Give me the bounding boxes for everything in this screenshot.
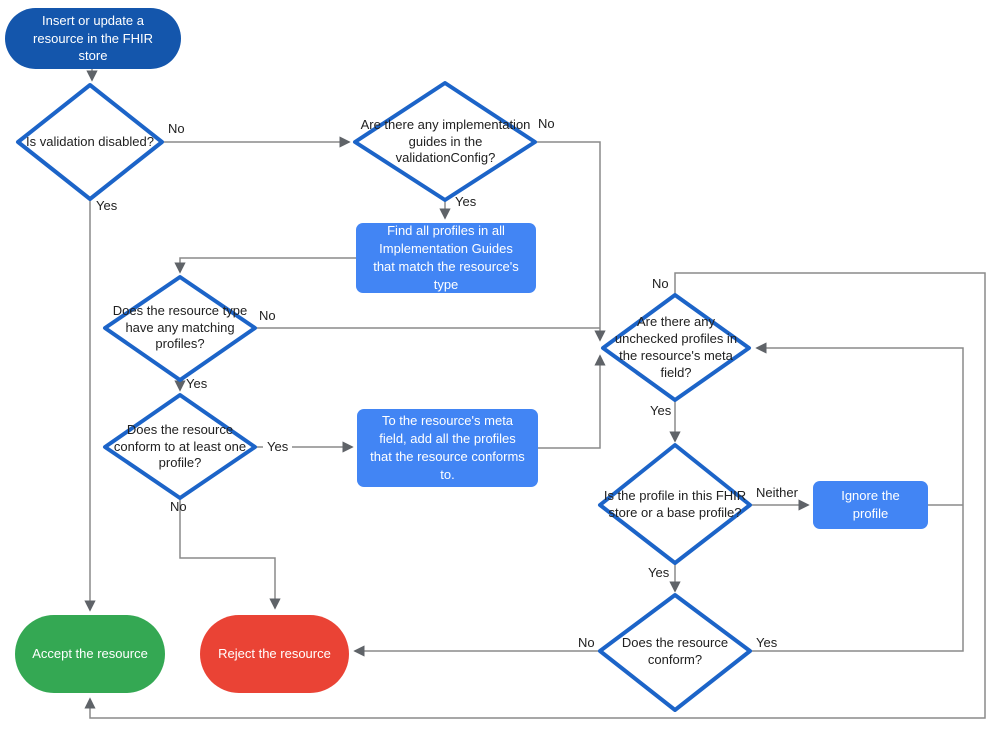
accept-node: Accept the resource (15, 615, 165, 693)
decision-unchecked-profiles-shape (601, 293, 751, 402)
edge-label-store-yes: Yes (648, 565, 670, 580)
decision-profile-in-store-shape (598, 443, 752, 565)
reject-node: Reject the resource (200, 615, 349, 693)
decision-matching-profiles-label: Does the resource type have any matching… (112, 302, 248, 352)
edge-guides-no-to-unchecked (536, 141, 606, 342)
edge-find-to-matching (174, 257, 356, 274)
edge-label-matching-yes: Yes (186, 376, 208, 391)
edge-label-unchecked-no: No (652, 276, 669, 291)
edge-label-store-neither: Neither (756, 485, 798, 500)
decision-validation-disabled-label: Is validation disabled? (26, 133, 154, 149)
decision-unchecked-profiles-label: Are there any unchecked profiles in the … (614, 314, 738, 380)
decision-implementation-guides-shape (353, 81, 537, 202)
edge-label-matching-no: No (259, 308, 276, 323)
edge-unchecked-no-to-accept (84, 272, 986, 719)
edge-add-to-unchecked (538, 354, 606, 449)
decision-conform-one-label: Does the resource conform to at least on… (113, 421, 247, 471)
edge-label-validation-yes: Yes (96, 198, 118, 213)
decision-validation-disabled-shape (16, 83, 164, 201)
edge-conform-no-to-reject (179, 499, 281, 610)
edge-label-unchecked-yes: Yes (650, 403, 672, 418)
process-ignore-profile: Ignore the profile (813, 481, 928, 529)
process-add-profiles-to-meta: To the resource's meta field, add all th… (357, 409, 538, 487)
edge-label-conform-one-no: No (170, 499, 187, 514)
edge-label-conform2-no: No (578, 635, 595, 650)
decision-conform-one-shape (103, 393, 257, 500)
edge-label-conform2-yes: Yes (756, 635, 778, 650)
edge-label-guides-no: No (538, 116, 555, 131)
edge-label-guides-yes: Yes (455, 194, 477, 209)
start-node: Insert or update a resource in the FHIR … (5, 8, 181, 69)
decision-profile-in-store-label: Is the profile in this FHIR store or a b… (603, 488, 747, 520)
decision-resource-conform-shape (598, 593, 752, 712)
edge-label-conform-one-yes: Yes (263, 439, 293, 454)
edge-conform2-yes-loop (751, 342, 964, 652)
decision-resource-conform-label: Does the resource conform? (621, 635, 729, 667)
edge-label-validation-no: No (168, 121, 185, 136)
process-find-profiles: Find all profiles in all Implementation … (356, 223, 536, 293)
decision-implementation-guides-label: Are there any implementation guides in t… (360, 116, 531, 166)
decision-matching-profiles-shape (103, 275, 257, 382)
